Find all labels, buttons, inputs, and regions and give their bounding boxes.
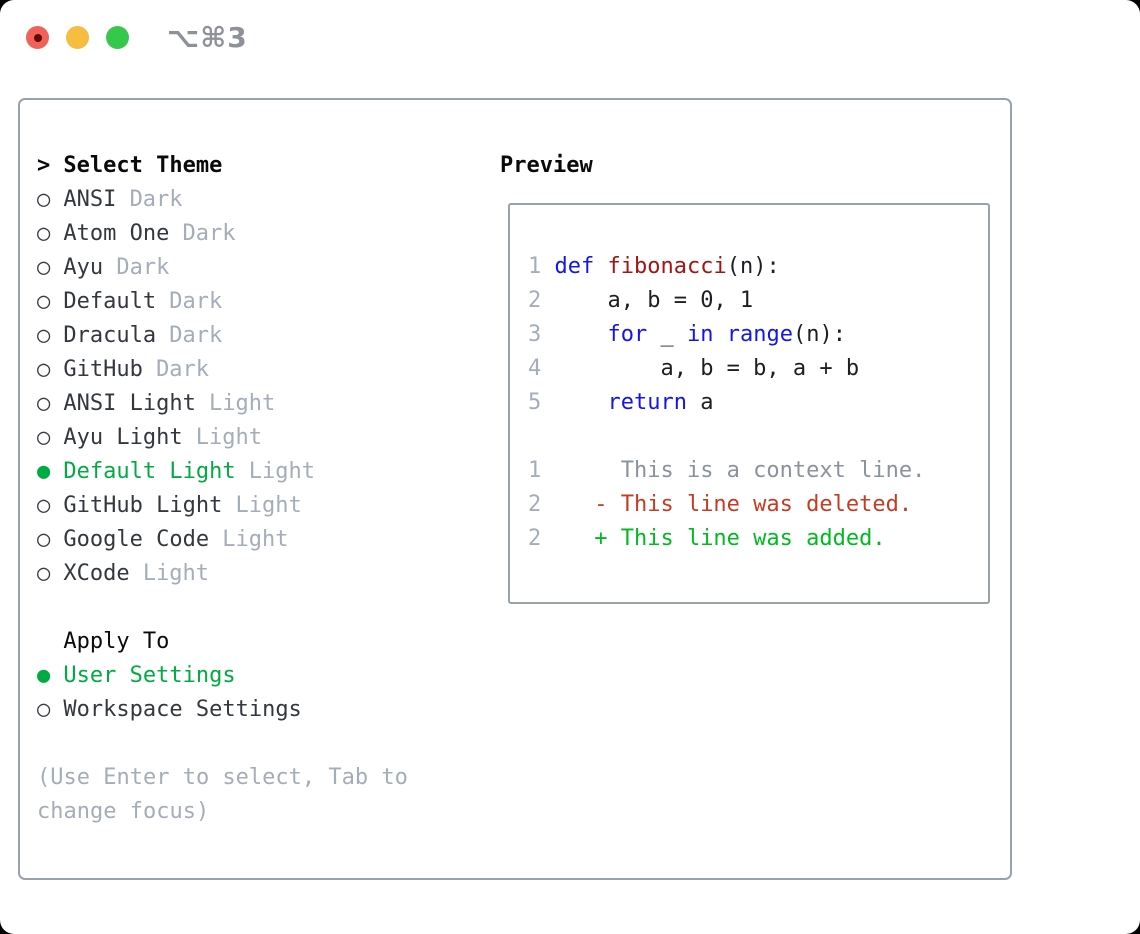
theme-preview-box: 1 def fibonacci(n): 2 a, b = 0, 1 3 for … (508, 203, 990, 604)
radio-unselected-icon: ○ (37, 697, 51, 722)
line-number: 4 (528, 356, 542, 381)
titlebar: ⌥⌘3 (0, 0, 1140, 98)
radio-unselected-icon: ○ (37, 561, 51, 586)
radio-unselected-icon: ○ (37, 391, 51, 416)
zoom-button[interactable] (106, 26, 129, 49)
radio-selected-icon: ● (37, 459, 51, 484)
code-line: 1 def fibonacci(n): (528, 254, 780, 279)
radio-unselected-icon: ○ (37, 221, 51, 246)
code-line: 4 a, b = b, a + b (528, 356, 860, 381)
radio-unselected-icon: ○ (37, 527, 51, 552)
focus-caret-icon: > (37, 153, 51, 178)
apply-to-title: Apply To (63, 629, 170, 654)
line-number: 1 (528, 254, 542, 279)
diff-added-line: 2 + This line was added. (528, 526, 886, 551)
apply-to-header: Apply To (37, 625, 500, 659)
preview-title: Preview (500, 153, 593, 178)
line-number: 1 (528, 458, 542, 483)
radio-unselected-icon: ○ (37, 255, 51, 280)
radio-unselected-icon: ○ (37, 289, 51, 314)
help-text: (Use Enter to select, Tab to change focu… (37, 765, 408, 824)
radio-unselected-icon: ○ (37, 493, 51, 518)
line-number: 2 (528, 288, 542, 313)
select-theme-header: > Select Theme (37, 149, 500, 183)
code-line: 3 for _ in range(n): (528, 322, 846, 347)
apply-option-workspace-settings[interactable]: ○Workspace Settings (37, 693, 500, 727)
diff-deleted-line: 2 - This line was deleted. (528, 492, 913, 517)
radio-unselected-icon: ○ (37, 425, 51, 450)
spacer (37, 591, 500, 625)
close-button[interactable] (26, 26, 49, 49)
radio-unselected-icon: ○ (37, 187, 51, 212)
window-title: ⌥⌘3 (167, 21, 248, 54)
blank-line (528, 420, 988, 454)
line-number: 5 (528, 390, 542, 415)
diff-context-line: 1 This is a context line. (528, 458, 926, 483)
apply-option-user-settings[interactable]: ●User Settings (37, 659, 500, 693)
minimize-button[interactable] (66, 26, 89, 49)
radio-unselected-icon: ○ (37, 323, 51, 348)
radio-unselected-icon: ○ (37, 357, 51, 382)
line-number: 3 (528, 322, 542, 347)
line-number: 2 (528, 492, 542, 517)
radio-selected-icon: ● (37, 663, 51, 688)
code-line: 5 return a (528, 390, 714, 415)
preview-panel: Preview 1 def fibonacci(n): 2 a, b = 0, … (500, 149, 1010, 878)
select-theme-title: Select Theme (63, 153, 223, 178)
code-line: 2 a, b = 0, 1 (528, 288, 754, 313)
line-number: 2 (528, 526, 542, 551)
